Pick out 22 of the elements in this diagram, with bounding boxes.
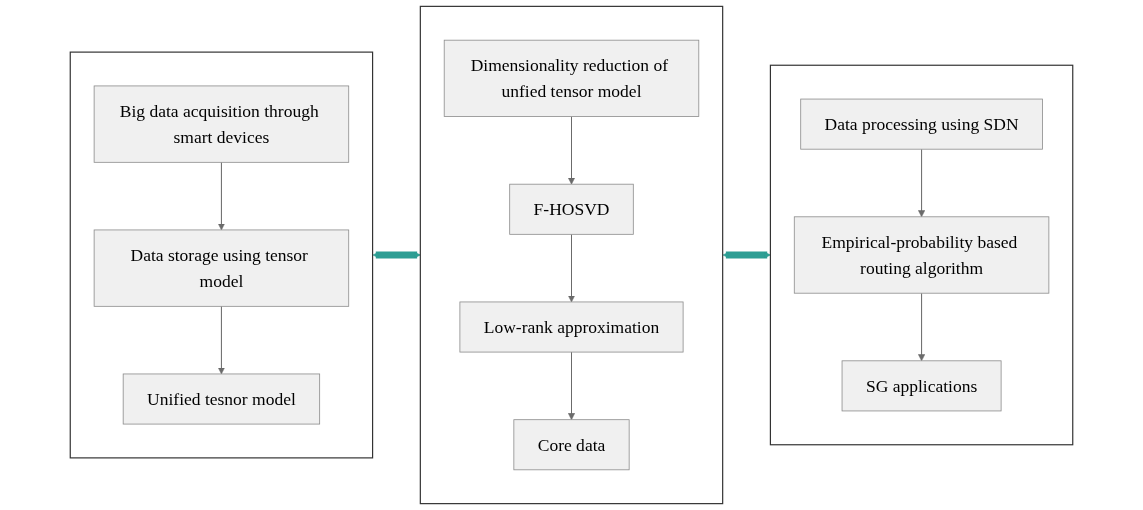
node-box: Empirical-probability based routing algorithm <box>793 216 1050 294</box>
node-box: F-HOSVD <box>509 183 634 235</box>
node-box: Core data <box>513 419 630 471</box>
arrow <box>372 251 421 259</box>
arrow <box>217 305 225 375</box>
node-box: Dimensionality reduction of unfied tensor model <box>443 39 700 117</box>
arrow <box>568 351 575 420</box>
arrow <box>568 116 575 185</box>
node-box: Low-rank approximation <box>459 301 684 353</box>
arrow <box>568 233 575 303</box>
arrow <box>918 148 926 218</box>
arrow <box>217 161 225 231</box>
cluster <box>769 64 1074 446</box>
cluster <box>69 51 374 459</box>
node-box: Unified tesnor model <box>122 373 321 425</box>
arrow <box>918 292 926 362</box>
cluster <box>419 5 724 505</box>
node-box: Data storage using tensor model <box>93 229 350 307</box>
node-box: SG applications <box>841 360 1002 412</box>
node-box: Big data acquisition through smart devices <box>93 85 350 163</box>
arrow <box>722 251 771 259</box>
node-box: Data processing using SDN <box>800 98 1043 150</box>
